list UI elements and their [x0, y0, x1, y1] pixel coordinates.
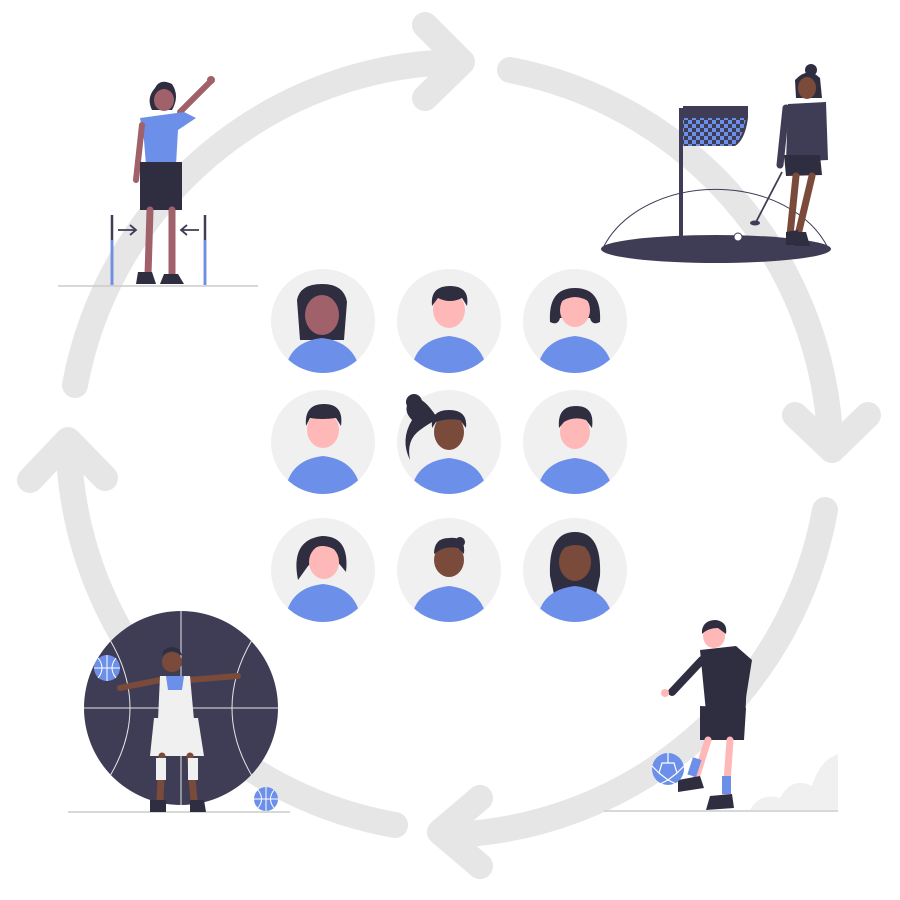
arrow-right-icon: [497, 57, 843, 448]
avatar: [271, 269, 375, 373]
avatar: [523, 518, 627, 622]
woman-high-jump: [133, 76, 215, 284]
soccer-player: [661, 620, 752, 810]
bush-icon: [750, 754, 838, 810]
golf-dome-outline: [602, 188, 829, 249]
measure-arrows-icon: [118, 224, 199, 236]
golf-club: [755, 171, 783, 223]
soccer-ball-icon: [651, 753, 685, 785]
checkered-flag-icon: [683, 106, 748, 146]
avatar-grid: [271, 269, 627, 622]
arrow-top-head-icon: [412, 12, 475, 111]
golf-ball-icon: [733, 232, 743, 242]
avatar: [523, 269, 627, 373]
arrow-top-icon: [62, 49, 468, 398]
avatar: [397, 269, 501, 373]
avatar: [271, 390, 375, 494]
basketball-scene: [68, 611, 290, 813]
arrow-bottom-head-icon: [427, 785, 493, 879]
avatar: [397, 390, 501, 494]
arrow-left-head-icon: [17, 427, 118, 493]
basketball-ball-icon: [94, 655, 120, 681]
ponytail-hair: [405, 398, 436, 460]
arrow-right-head-icon: [782, 402, 881, 463]
avatar: [397, 518, 501, 622]
golf-green: [601, 235, 831, 263]
avatar: [523, 390, 627, 494]
woman-golfer: [750, 64, 828, 246]
avatar: [271, 518, 375, 622]
golf-scene: [601, 64, 831, 263]
soccer-scene: [604, 620, 838, 812]
basketball-player: [117, 647, 241, 812]
high-jump-scene: [58, 76, 258, 287]
arrow-bottom-icon: [437, 497, 838, 848]
basketball-ball-ground-icon: [254, 787, 278, 811]
